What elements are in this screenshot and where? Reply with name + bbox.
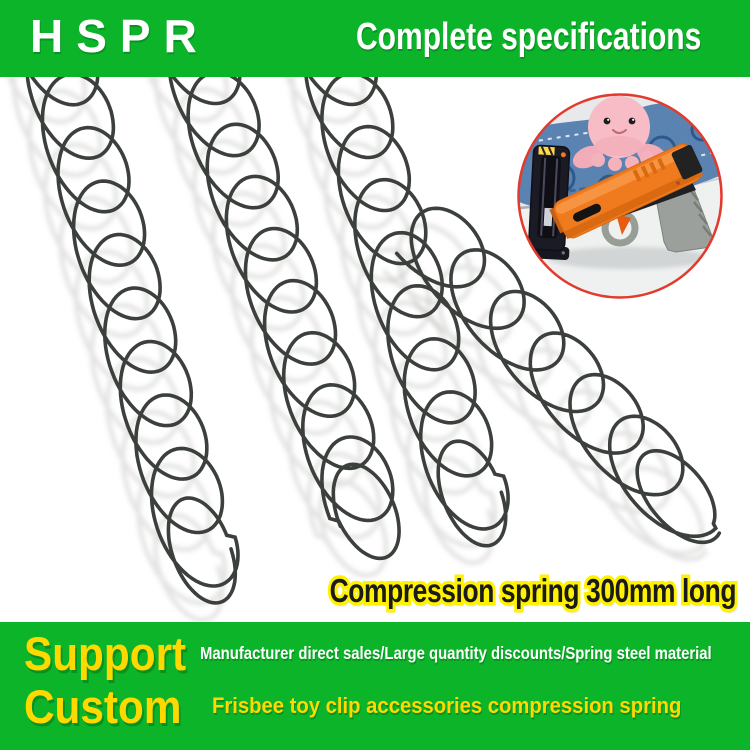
spring-coil-1	[16, 18, 240, 605]
bottom-banner: Support Custom Manufacturer direct sales…	[0, 622, 750, 750]
spring-shadow-4	[382, 223, 709, 562]
spring-shadow-2	[143, 34, 389, 578]
tagline-text: Complete specifications	[356, 16, 702, 58]
blaster-slide	[549, 143, 704, 239]
support-label: Support	[24, 627, 187, 680]
inset-photo	[512, 88, 728, 304]
footer-line1: Manufacturer direct sales/Large quantity…	[200, 643, 712, 663]
caption-text-outline: Compression spring 300mm long	[327, 571, 739, 611]
top-banner: HSPR Complete specifications	[0, 0, 750, 77]
toys-shadow	[548, 247, 708, 269]
toy-blaster	[549, 143, 715, 253]
footer-line2: Frisbee toy clip accessories compression…	[212, 693, 682, 718]
trigger	[616, 214, 631, 235]
inset-border-circle	[517, 93, 723, 299]
caption-banner: Compression spring 300mm long Compressio…	[327, 571, 739, 611]
spring-shadow-3	[281, 35, 498, 565]
caption-text: Compression spring 300mm long	[329, 572, 737, 609]
brand-logo: HSPR	[30, 10, 210, 62]
spring-coil-4	[394, 206, 722, 545]
octopus-plush	[572, 96, 668, 171]
custom-label: Custom	[24, 680, 182, 733]
spring-coil-3	[294, 18, 510, 548]
